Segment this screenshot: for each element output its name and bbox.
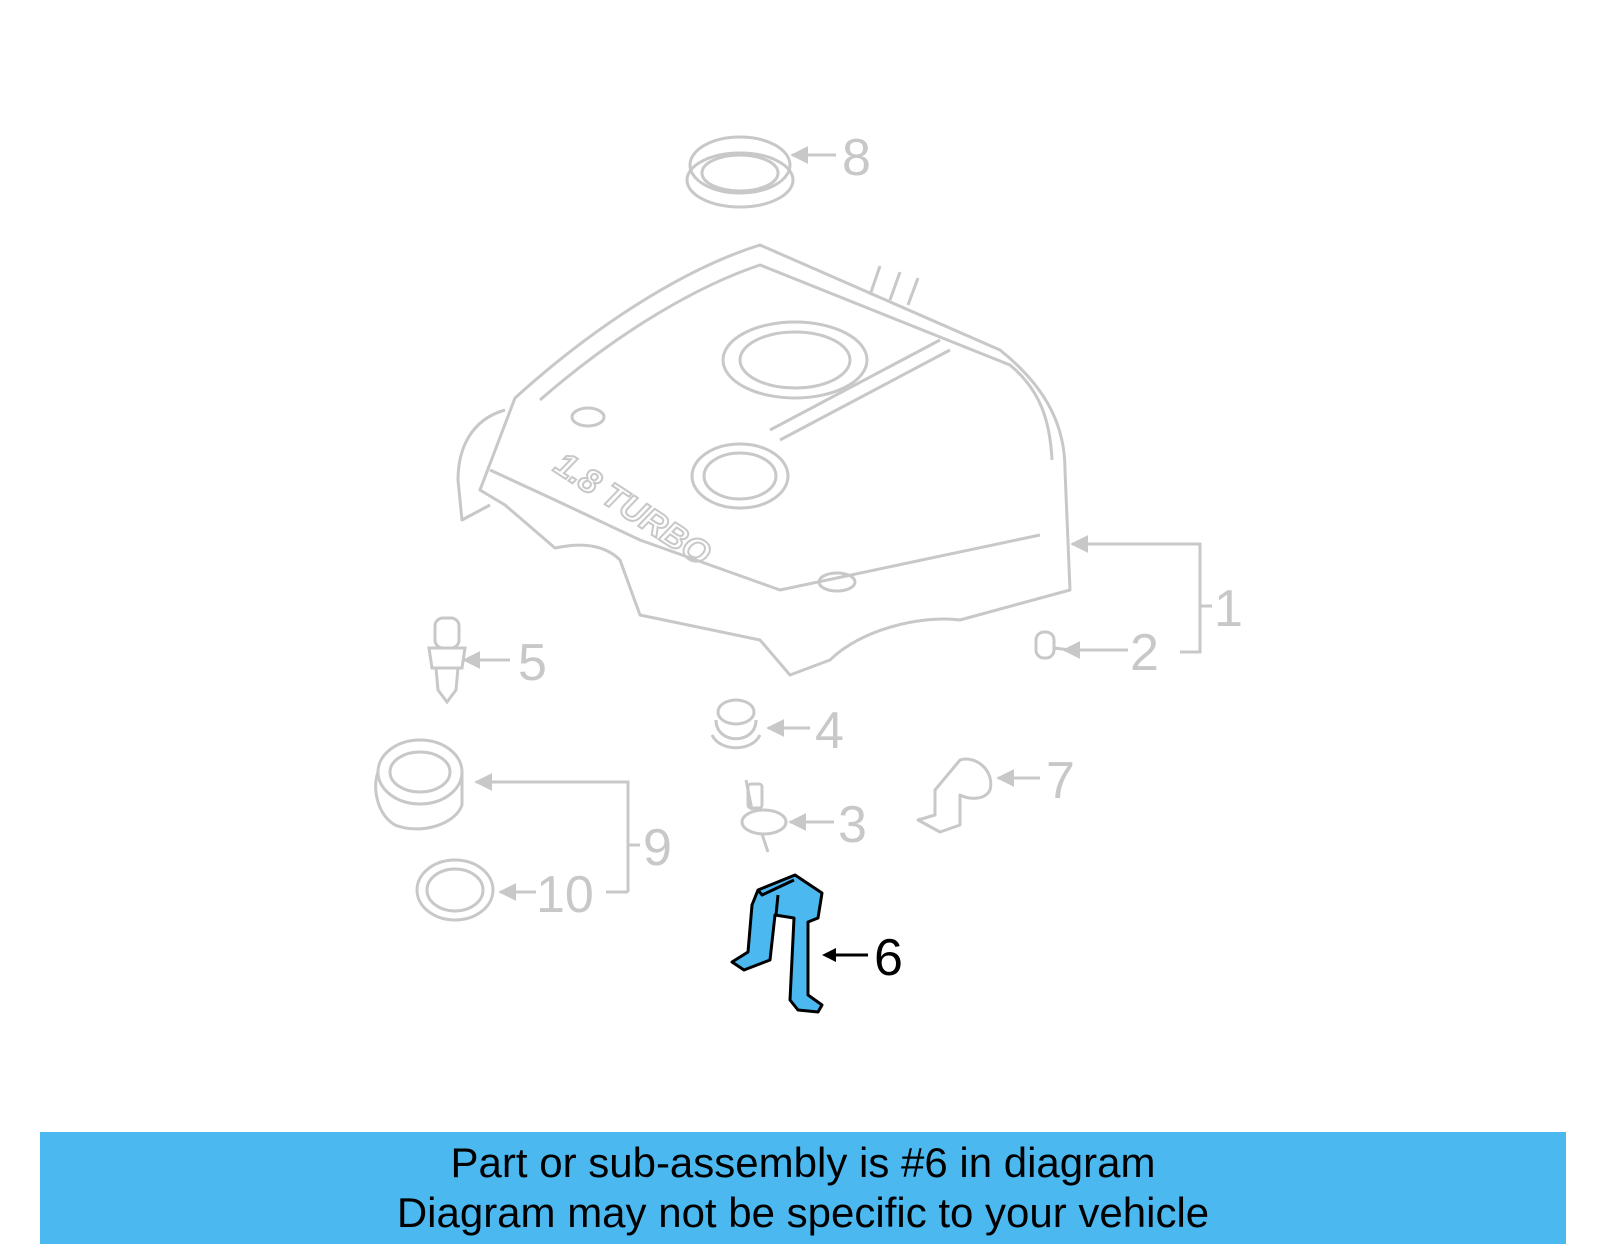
- callout-4[interactable]: 4: [815, 702, 844, 760]
- part-6-bracket[interactable]: [730, 873, 824, 1014]
- part-7-bracket[interactable]: [916, 757, 993, 834]
- part-8-cap[interactable]: [685, 135, 795, 209]
- part-10-ring[interactable]: [415, 858, 495, 922]
- callout-10[interactable]: 10: [536, 866, 594, 924]
- leader-1-bracket: [1070, 535, 1202, 654]
- callout-5[interactable]: 5: [518, 634, 547, 692]
- callout-7[interactable]: 7: [1046, 752, 1075, 810]
- part-4-grommet[interactable]: [710, 698, 762, 750]
- part-2-clip[interactable]: [1034, 630, 1071, 660]
- callout-8[interactable]: 8: [842, 129, 871, 187]
- part-9-mount[interactable]: [374, 738, 464, 831]
- banner-line-1: Part or sub-assembly is #6 in diagram: [450, 1139, 1156, 1186]
- callout-3[interactable]: 3: [838, 796, 867, 854]
- leader-6-arrowhead: [822, 948, 836, 962]
- callout-1[interactable]: 1: [1214, 580, 1243, 638]
- part-1-engine-cover[interactable]: [456, 243, 1072, 677]
- part-3-bolt[interactable]: [740, 779, 788, 853]
- callout-9[interactable]: 9: [643, 819, 672, 877]
- part-5-stud[interactable]: [427, 616, 467, 705]
- callout-6[interactable]: 6: [874, 929, 903, 987]
- banner-line-2: Diagram may not be specific to your vehi…: [396, 1189, 1210, 1236]
- leader-9-bracket: [474, 773, 630, 892]
- info-banner: Part or sub-assembly is #6 in diagram Di…: [40, 1132, 1566, 1244]
- callout-2[interactable]: 2: [1130, 624, 1159, 682]
